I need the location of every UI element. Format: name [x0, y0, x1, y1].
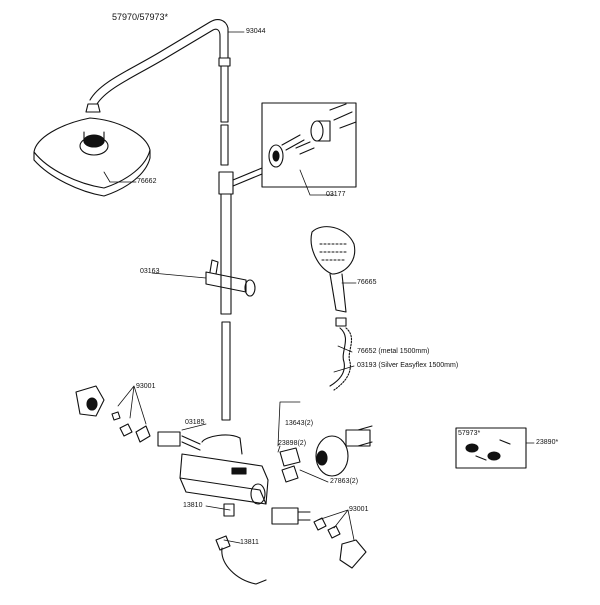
leader-lines — [103, 31, 535, 544]
thermostat-body — [179, 434, 269, 505]
label-13643: 13643(2) — [285, 420, 314, 427]
label-13810: 13810 — [183, 502, 203, 509]
label-23890: 23890* — [536, 439, 559, 446]
label-03193: 03193 (Silver Easyflex 1500mm) — [357, 362, 459, 369]
label-23898: 23898(2) — [278, 440, 307, 447]
label-93044: 93044 — [246, 28, 266, 35]
riser-pipe — [218, 124, 263, 421]
right-fittings — [279, 425, 373, 483]
diagram-title: 57970/57973* — [112, 12, 169, 22]
shower-arm — [89, 19, 231, 123]
label-57973: 57973* — [458, 430, 481, 437]
label-03177: 03177 — [326, 191, 346, 198]
label-27863: 27863(2) — [330, 478, 359, 485]
shower-hose — [329, 327, 353, 391]
left-handle-assembly — [75, 385, 201, 451]
wall-bracket-03177 — [261, 102, 357, 188]
label-76652: 76652 (metal 1500mm) — [357, 348, 430, 355]
right-handle-assembly — [271, 507, 367, 569]
slider-03163 — [205, 259, 256, 297]
bottom-hose — [215, 503, 267, 585]
label-93001-right: 93001 — [349, 506, 369, 513]
insert-kit-box — [455, 427, 527, 469]
hand-shower-76665 — [310, 226, 356, 327]
label-93001-left: 93001 — [136, 383, 156, 390]
label-76662: 76662 — [137, 178, 157, 185]
label-03185: 03185 — [185, 419, 205, 426]
label-13811: 13811 — [240, 539, 259, 546]
label-03163: 03163 — [140, 268, 160, 275]
label-76665: 76665 — [357, 279, 377, 286]
head-shower-76662 — [33, 103, 151, 197]
